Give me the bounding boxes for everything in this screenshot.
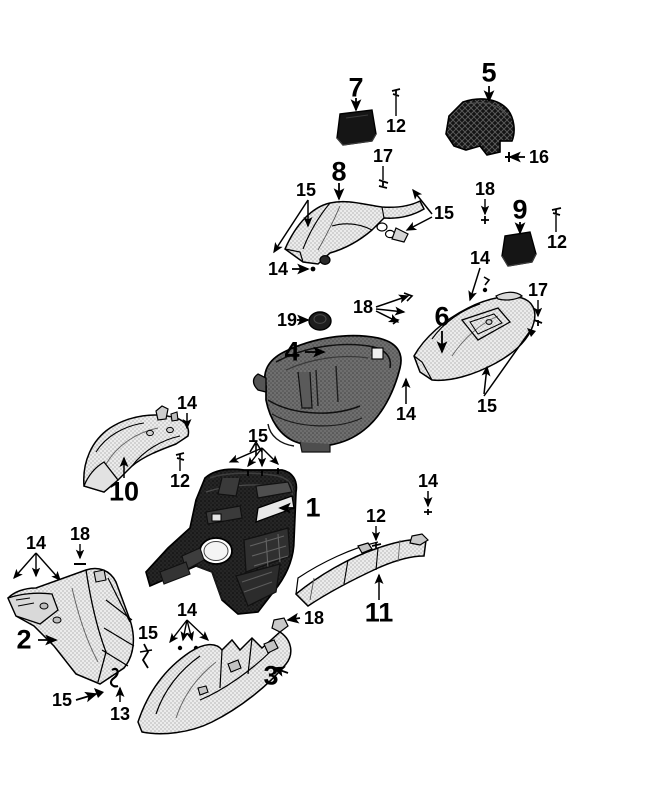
callout-number-15: 15 xyxy=(247,426,269,446)
part-2-left-footrest-floor-panel xyxy=(7,567,135,685)
part-3-lower-side-skirt-cover xyxy=(137,617,292,735)
callout-number-12: 12 xyxy=(385,116,407,136)
fastener-16 xyxy=(505,151,525,163)
fastener-18-center xyxy=(375,292,414,325)
callout-number-7: 7 xyxy=(348,72,364,103)
callout-number-14: 14 xyxy=(25,533,47,553)
callout-number-18: 18 xyxy=(69,524,91,544)
callout-number-18: 18 xyxy=(352,297,374,317)
callout-number-19: 19 xyxy=(276,310,298,330)
fastener-17-right xyxy=(533,300,543,326)
callout-number-18: 18 xyxy=(303,608,325,628)
callout-number-12: 12 xyxy=(169,471,191,491)
fastener-17-upper xyxy=(378,166,389,189)
callout-number-14: 14 xyxy=(395,404,417,424)
fastener-13-clip xyxy=(109,667,125,702)
callout-number-17: 17 xyxy=(372,146,394,166)
callout-number-12: 12 xyxy=(546,232,568,252)
callout-number-8: 8 xyxy=(331,156,347,187)
leader-3 xyxy=(272,666,289,677)
callout-number-6: 6 xyxy=(434,301,450,332)
callout-number-2: 2 xyxy=(16,624,32,655)
fastener-12-part11 xyxy=(371,526,382,551)
part-11-lower-side-trim-strip xyxy=(294,533,429,607)
part-19-rubber-grommet xyxy=(308,311,332,331)
fastener-12-top xyxy=(391,88,401,116)
callout-number-15: 15 xyxy=(433,203,455,223)
callout-number-18: 18 xyxy=(474,179,496,199)
callout-number-10: 10 xyxy=(108,476,140,507)
callout-number-15: 15 xyxy=(476,396,498,416)
fastener-18-right xyxy=(480,199,490,224)
fastener-18-part2 xyxy=(74,544,86,565)
callout-number-14: 14 xyxy=(176,600,198,620)
part-8-rear-seat-support-cover xyxy=(284,199,425,266)
callout-number-1: 1 xyxy=(305,492,321,523)
part-9-rubber-cap-plug-right xyxy=(501,231,537,267)
leader-14-part8 xyxy=(292,263,316,275)
fastener-14-part2 xyxy=(13,552,61,582)
fastener-14-part6 xyxy=(468,267,491,302)
callout-number-14: 14 xyxy=(176,393,198,413)
part-6-right-side-body-cover xyxy=(413,291,536,382)
fastener-18-part3 xyxy=(286,612,301,624)
callout-number-12: 12 xyxy=(365,506,387,526)
callout-number-11: 11 xyxy=(364,597,394,628)
fastener-12-right xyxy=(551,207,562,232)
callout-number-15: 15 xyxy=(51,690,73,710)
part-1-front-leg-shield-inner-panel xyxy=(145,468,298,615)
leader-15-part8-right xyxy=(405,188,433,231)
part-4-under-seat-helmet-box xyxy=(252,334,402,453)
part-10-front-inner-fender xyxy=(83,405,190,493)
callout-number-14: 14 xyxy=(417,471,439,491)
fastener-15-lowerleft xyxy=(75,688,104,703)
part-5-rubber-floor-mat xyxy=(445,98,515,156)
fastener-12-part10 xyxy=(175,452,185,471)
callout-number-3: 3 xyxy=(263,660,279,691)
callout-number-15: 15 xyxy=(295,180,317,200)
fastener-14-part11 xyxy=(423,491,433,515)
callout-number-15: 15 xyxy=(137,623,159,643)
callout-number-17: 17 xyxy=(527,280,549,300)
leader-15-part6 xyxy=(481,328,536,397)
callout-number-16: 16 xyxy=(528,147,550,167)
callout-number-4: 4 xyxy=(284,336,300,367)
leader-15-part8-left xyxy=(273,199,313,254)
callout-number-14: 14 xyxy=(469,248,491,268)
fastener-15-near-part3 xyxy=(139,643,153,669)
callout-number-5: 5 xyxy=(481,57,497,88)
callout-number-14: 14 xyxy=(267,259,289,279)
leader-15-part1-fan xyxy=(228,447,279,476)
callout-number-9: 9 xyxy=(512,194,528,225)
part-7-rubber-cap-plug-upper xyxy=(336,109,377,146)
callout-number-13: 13 xyxy=(109,704,131,724)
